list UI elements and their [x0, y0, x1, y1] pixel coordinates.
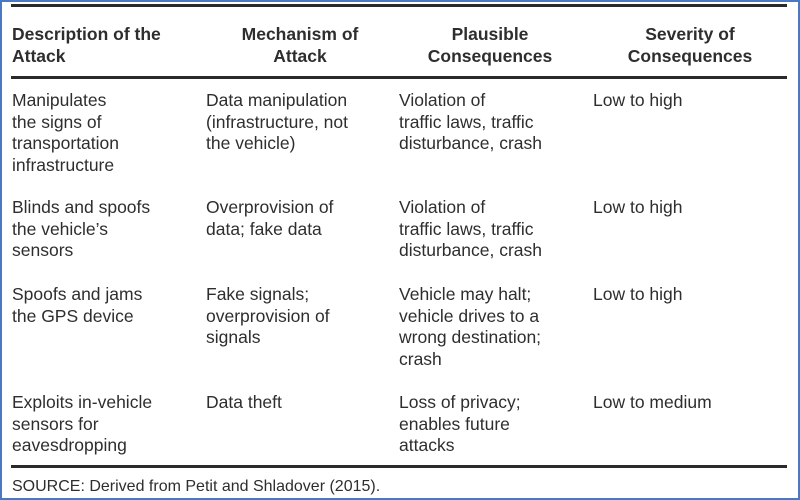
cell-mechanism: Fake signals; overprovision of signals	[206, 284, 330, 347]
header-consequences: Plausible Consequences	[427, 24, 553, 66]
header-rule	[11, 76, 787, 79]
cell-mechanism: Data manipulation (infrastructure, not t…	[206, 90, 348, 153]
cell-description: Manipulates the signs of transportation …	[12, 90, 120, 175]
cell-description: Exploits in-vehicle sensors for eavesdro…	[12, 392, 153, 455]
cell-consequences: Vehicle may halt; vehicle drives to a wr…	[399, 284, 542, 369]
cell-consequences: Loss of privacy; enables future attacks	[399, 392, 521, 455]
bottom-rule	[11, 465, 787, 468]
cell-mechanism: Overprovision of data; fake data	[206, 197, 334, 239]
cell-severity: Low to high	[593, 284, 683, 304]
header-description: Description of the Attack	[12, 24, 161, 66]
cell-consequences: Violation of traffic laws, traffic distu…	[399, 197, 542, 260]
source-note: SOURCE: Derived from Petit and Shladover…	[12, 478, 381, 495]
cell-severity: Low to medium	[593, 392, 712, 412]
header-mechanism: Mechanism of Attack	[241, 24, 359, 66]
cell-description: Spoofs and jams the GPS device	[12, 284, 143, 326]
cell-mechanism: Data theft	[206, 392, 282, 412]
header-severity: Severity of Consequences	[627, 24, 753, 66]
cell-severity: Low to high	[593, 90, 683, 110]
cell-severity: Low to high	[593, 197, 683, 217]
cell-consequences: Violation of traffic laws, traffic distu…	[399, 90, 542, 153]
top-rule	[11, 4, 787, 7]
cell-description: Blinds and spoofs the vehicle’s sensors	[12, 197, 151, 260]
